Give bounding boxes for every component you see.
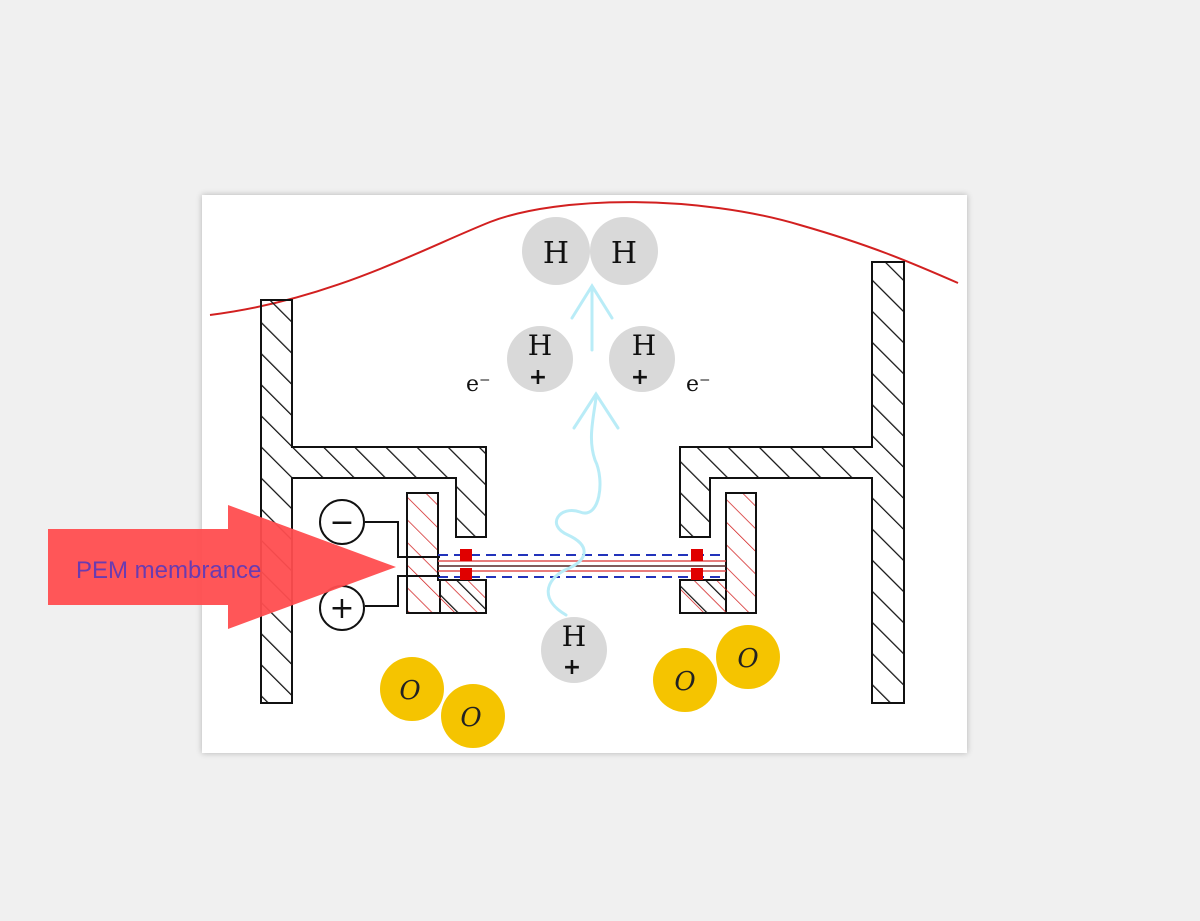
oxygen-atom-3-label: O: [674, 667, 695, 697]
negative-wire: [365, 521, 440, 558]
proton-left-symbol: H: [528, 329, 552, 362]
pem-callout-label: PEM membrance: [76, 557, 261, 584]
proton-left-charge: +: [529, 365, 547, 390]
electron-right-label: e⁻: [686, 372, 711, 397]
positive-wire: [365, 575, 440, 607]
negative-terminal: −: [319, 499, 365, 545]
proton-bottom-symbol: H: [562, 620, 586, 653]
proton-right-symbol: H: [632, 329, 656, 362]
oxygen-atom-4-label: O: [737, 644, 758, 674]
oxygen-atom-1: O: [380, 657, 444, 721]
h2-atom-1-label: H: [543, 236, 569, 271]
left-electrode-holder: [406, 492, 487, 614]
oxygen-atom-3: O: [653, 648, 717, 712]
left-housing-wall: [260, 299, 487, 704]
gas-boundary-curve: [209, 201, 959, 316]
proton-bottom: H +: [541, 617, 607, 683]
proton-bottom-charge: +: [563, 655, 581, 680]
proton-path: [546, 283, 620, 617]
pem-membrane: [438, 554, 726, 578]
oxygen-atom-4: O: [716, 625, 780, 689]
right-electrode-holder: [679, 492, 757, 614]
proton-right-charge: +: [631, 365, 649, 390]
proton-right: H +: [609, 326, 675, 392]
h2-molecule: H H: [522, 217, 658, 285]
oxygen-atom-1-label: O: [399, 676, 420, 706]
proton-left: H +: [507, 326, 573, 392]
electron-left-label: e⁻: [466, 372, 491, 397]
membrane-seals: [460, 549, 703, 580]
h2-atom-2-label: H: [611, 236, 637, 271]
oxygen-atom-2-label: O: [460, 703, 481, 733]
positive-terminal-symbol: +: [329, 591, 354, 626]
right-housing-wall: [679, 261, 905, 704]
oxygen-atom-2: O: [441, 684, 505, 748]
pem-callout-arrow: PEM membrance: [48, 505, 396, 629]
negative-terminal-symbol: −: [329, 505, 354, 540]
